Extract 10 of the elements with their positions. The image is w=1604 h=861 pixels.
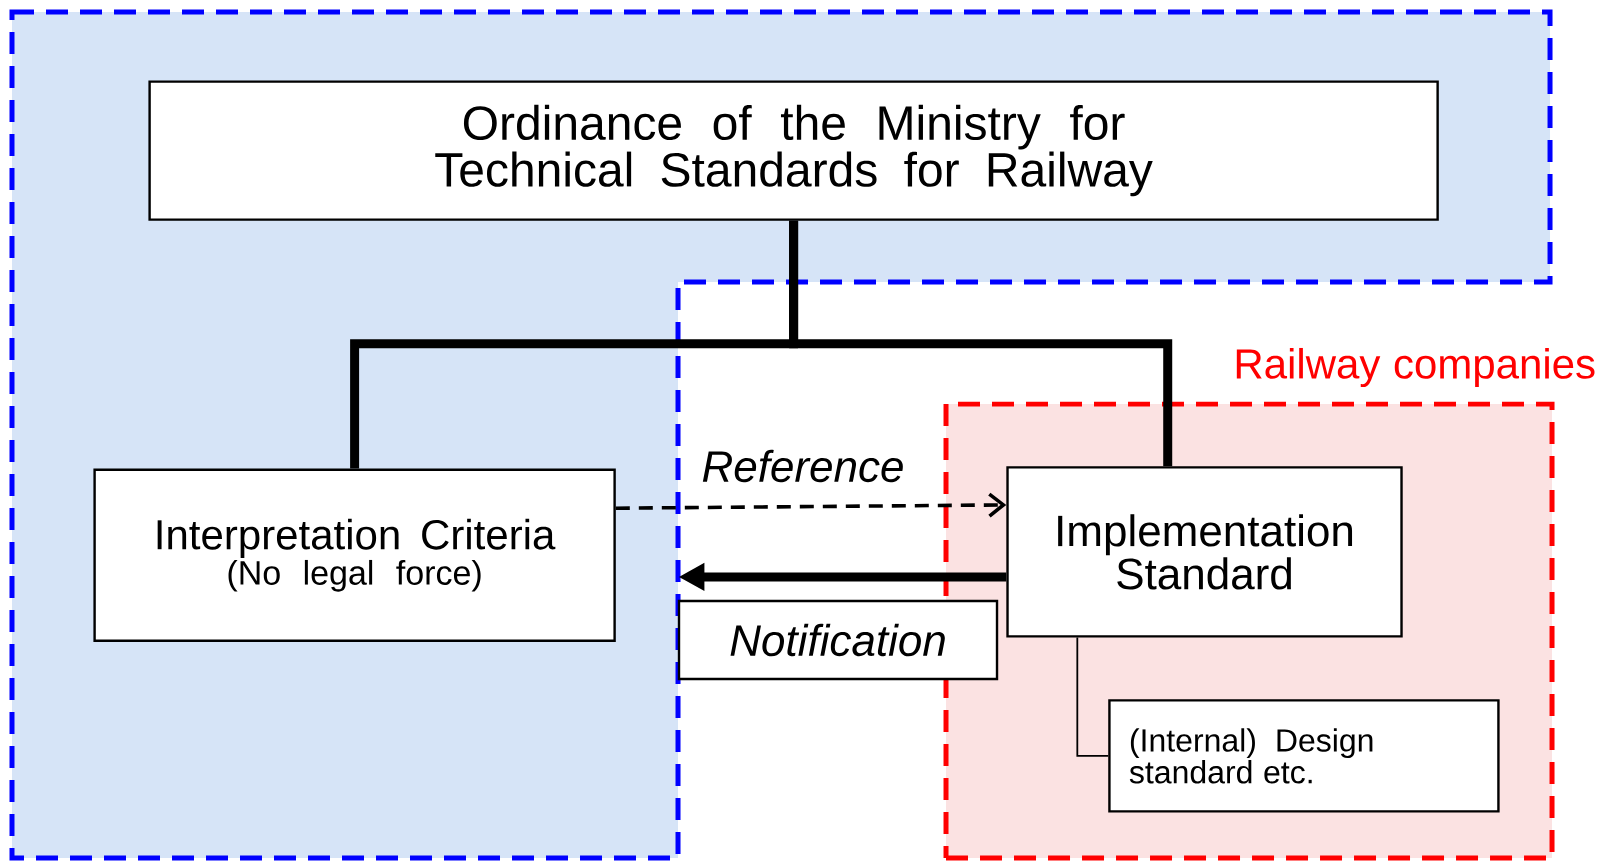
edge-label: Reference [702,449,903,483]
text-box: Ordinance of the Ministry for Technical Standards for Railway [148,80,1439,221]
node-label: Railway companies [1236,347,1595,388]
connector-line [1076,636,1110,757]
edge-label: Notification [677,599,999,681]
text-box: Implementation Standard [1006,466,1403,638]
connector-line [789,220,1173,467]
arrow [615,492,1007,518]
text-box: (Internal) Design standard etc. [1108,699,1500,813]
text-box: Interpretation Criteria (No legal force) [93,468,616,642]
